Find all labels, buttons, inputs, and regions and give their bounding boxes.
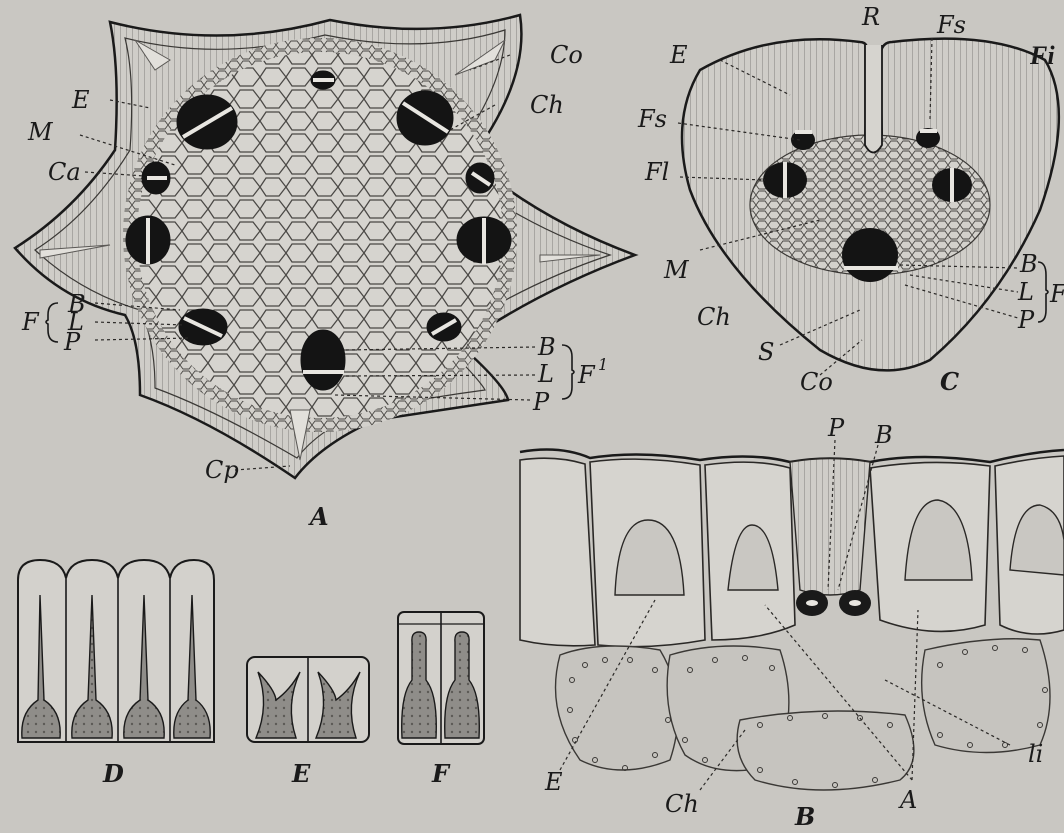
label-e: E <box>669 41 688 69</box>
label-fl: Fl <box>644 158 669 186</box>
bundle <box>842 228 898 282</box>
figure-corner-label: Fi <box>1029 41 1055 70</box>
label-co: Co <box>800 368 833 396</box>
label-p2: P <box>532 388 550 416</box>
label-f: F <box>21 308 40 336</box>
label-ch: Ch <box>530 91 564 119</box>
label-r: R <box>861 3 880 31</box>
label-ch: Ch <box>697 303 731 331</box>
label-m: M <box>27 118 54 146</box>
panel-label-d: D <box>102 759 124 788</box>
panel-label-c: C <box>940 367 959 396</box>
label-p: P <box>827 414 845 442</box>
label-f: F <box>1049 280 1064 308</box>
panel-label-f: F <box>431 759 451 788</box>
panel-c-groove <box>865 45 882 153</box>
label-b: B <box>1019 250 1038 278</box>
guard-cell-highlight <box>849 600 861 606</box>
label-f1: F <box>577 361 596 389</box>
bundle <box>301 330 345 390</box>
panel-b-guard-region <box>790 459 870 596</box>
label-e: E <box>544 768 563 796</box>
label-a: A <box>898 786 917 814</box>
label-ca: Ca <box>48 158 81 186</box>
label-p: P <box>63 328 81 356</box>
panel-label-a: A <box>308 502 329 531</box>
label-m: M <box>663 256 690 284</box>
label-f1-superscript: 1 <box>598 355 608 374</box>
label-ch: Ch <box>665 790 699 818</box>
label-p: P <box>1017 306 1035 334</box>
label-b: B <box>874 421 893 449</box>
label-fs-left: Fs <box>637 105 667 133</box>
panel-label-e: E <box>291 759 311 788</box>
epidermal-cell <box>520 458 595 646</box>
panel-label-b: B <box>794 802 815 831</box>
label-l2: L <box>537 360 554 388</box>
chlorenchyma-cell <box>922 639 1050 753</box>
label-b2: B <box>537 333 556 361</box>
chlorenchyma-cell <box>556 646 679 770</box>
label-li: li <box>1028 740 1043 768</box>
label-co: Co <box>550 41 583 69</box>
label-l: L <box>1017 278 1034 306</box>
label-e: E <box>71 86 90 114</box>
label-fs-top: Fs <box>936 11 966 39</box>
label-s: S <box>758 338 774 366</box>
guard-cell-highlight <box>806 600 818 606</box>
label-cp: Cp <box>205 456 239 484</box>
